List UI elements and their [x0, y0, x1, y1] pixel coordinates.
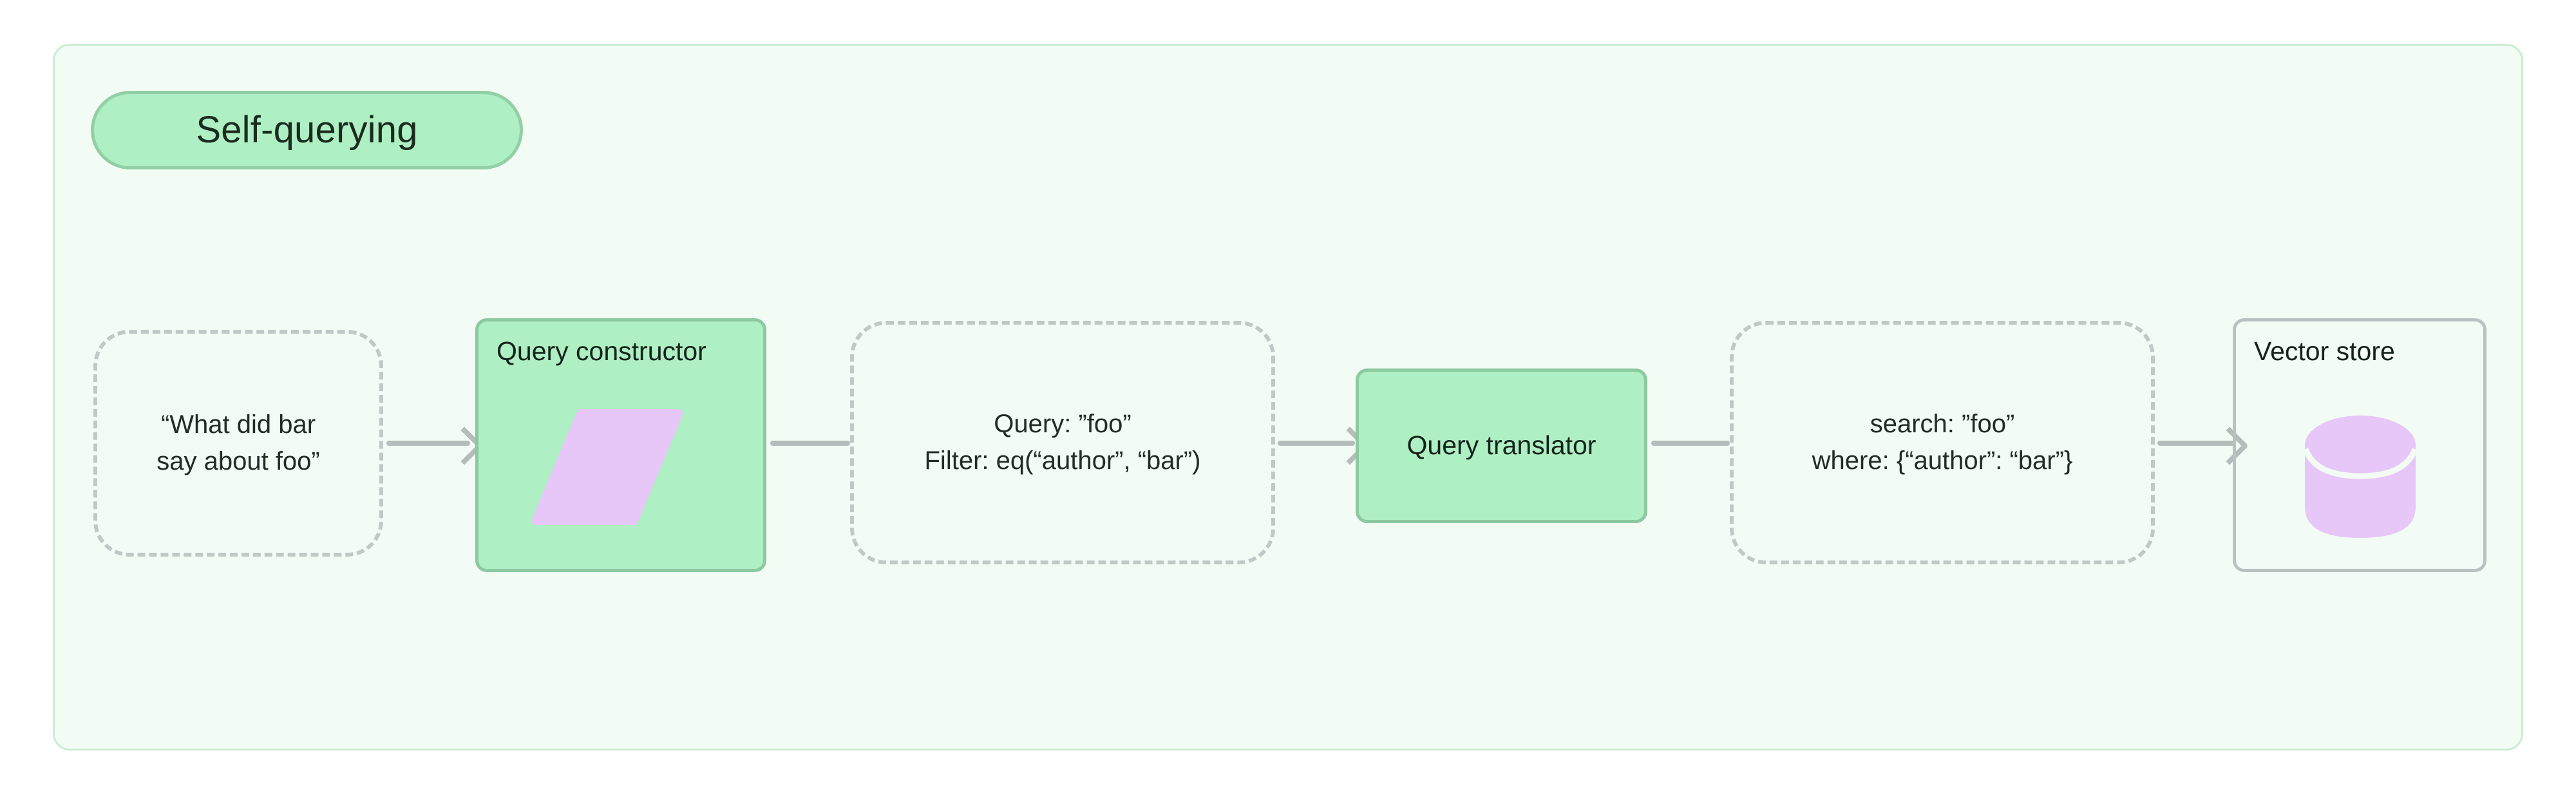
group-title-label: Self-querying	[196, 109, 418, 151]
connector-translated-query-to-vector-store	[2157, 441, 2235, 446]
group-title-pill[interactable]: Self-querying	[91, 91, 523, 169]
parallelogram-icon	[531, 409, 683, 525]
connector-query-translator-to-translated-query	[1651, 441, 1730, 446]
node-structured-query-line-2: Filter: eq(“author”, “bar”)	[924, 446, 1201, 475]
node-user-question-line-1: “What did bar	[160, 410, 316, 439]
node-structured-query[interactable]: Query: ”foo” Filter: eq(“author”, “bar”)	[850, 321, 1275, 564]
node-query-translator[interactable]: Query translator	[1356, 368, 1647, 523]
node-query-constructor[interactable]: Query constructor	[475, 318, 766, 572]
node-translated-query-line-1: search: ”foo”	[1870, 410, 2015, 439]
node-structured-query-line-1: Query: ”foo”	[994, 410, 1132, 439]
node-translated-query-line-2: where: {“author”: “bar”}	[1812, 446, 2073, 475]
connector-user-question-to-query-constructor	[386, 441, 470, 446]
node-vector-store[interactable]: Vector store	[2233, 318, 2486, 572]
database-cylinder-icon	[2302, 416, 2418, 538]
node-translated-query[interactable]: search: ”foo” where: {“author”: “bar”}	[1730, 321, 2155, 564]
connector-query-constructor-to-structured-query	[770, 441, 850, 446]
node-user-question[interactable]: “What did bar say about foo”	[93, 330, 383, 557]
node-user-question-line-2: say about foo”	[156, 447, 320, 475]
node-query-translator-title: Query translator	[1406, 430, 1596, 461]
node-query-constructor-title: Query constructor	[497, 336, 706, 366]
node-vector-store-title: Vector store	[2254, 336, 2395, 366]
connector-structured-query-to-query-translator	[1278, 441, 1355, 446]
